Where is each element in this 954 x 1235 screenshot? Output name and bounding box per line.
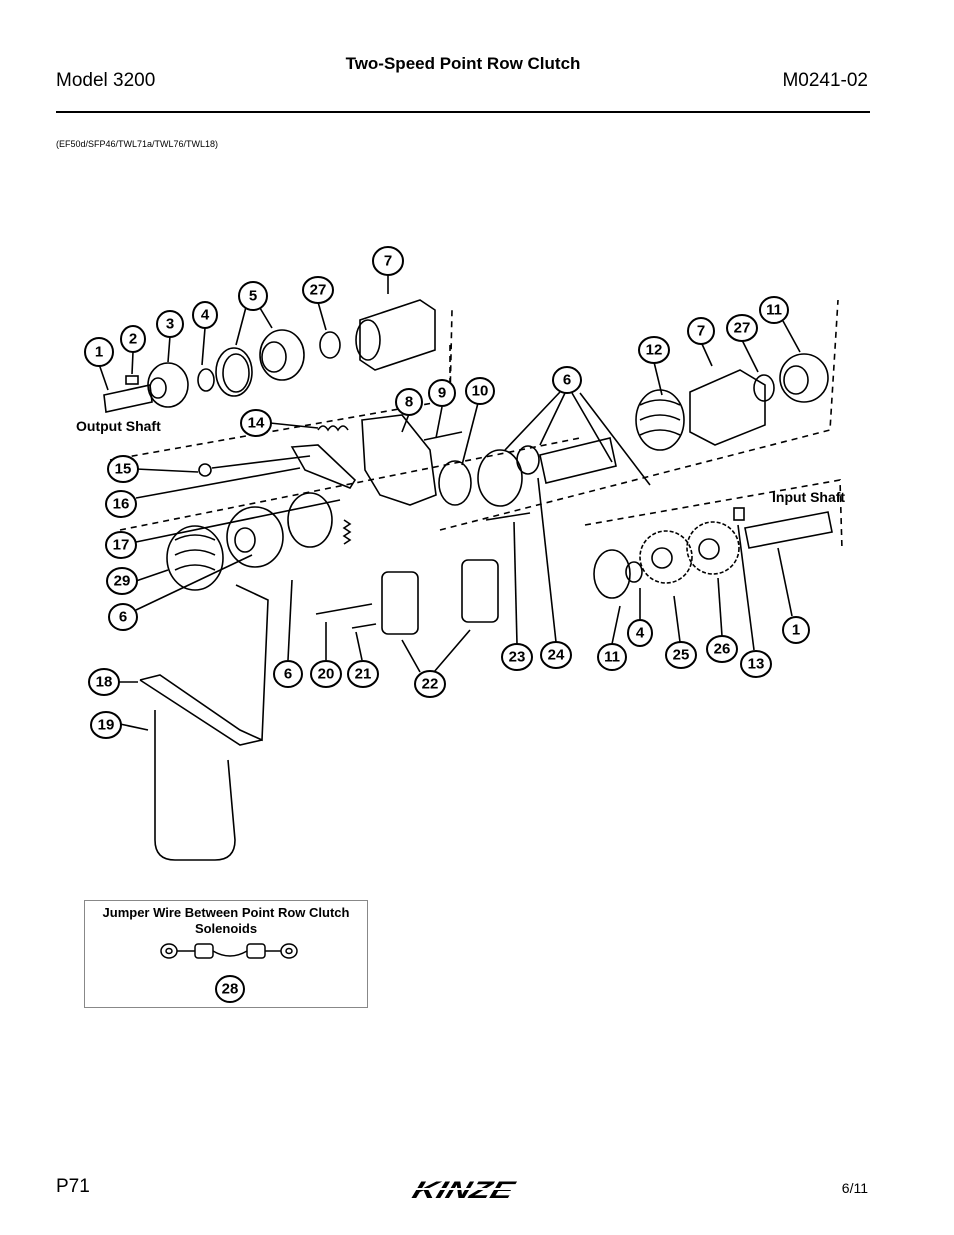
callout: 8 [405, 394, 413, 411]
manual-number: M0241-02 [782, 70, 868, 91]
callout: 6 [119, 609, 127, 626]
callout: 7 [384, 253, 392, 270]
callout: 12 [646, 342, 663, 359]
callout: 26 [714, 641, 731, 658]
callout: 6 [563, 372, 571, 389]
part-codes: (EF50d/SFP46/TWL71a/TWL76/TWL18) [56, 139, 219, 149]
callout: 17 [113, 537, 130, 554]
input-shaft-label: Input Shaft [772, 489, 846, 505]
page-number: P71 [56, 1176, 90, 1197]
callout: 11 [766, 302, 782, 319]
callout: 2 [129, 331, 137, 348]
callout: 27 [310, 282, 327, 299]
output-shaft-label: Output Shaft [76, 418, 161, 434]
callout: 9 [438, 385, 446, 402]
callout: 7 [697, 323, 705, 340]
page-title: Two-Speed Point Row Clutch [345, 54, 581, 73]
callout: 4 [201, 307, 210, 324]
kinze-logo: KINZE [409, 1178, 520, 1204]
jumper-wire-inset: Jumper Wire Between Point Row Clutch Sol… [84, 900, 368, 1008]
callout: 16 [113, 496, 130, 513]
inset-callout: 28 [222, 981, 239, 998]
callout: 18 [96, 674, 113, 691]
callout: 21 [355, 666, 372, 683]
callout: 4 [636, 625, 645, 642]
callout: 11 [604, 649, 620, 666]
callout: 23 [509, 649, 526, 666]
header-rule [56, 111, 870, 113]
callout: 15 [115, 461, 132, 478]
callout: 10 [472, 383, 489, 400]
callout: 29 [114, 573, 131, 590]
callout: 24 [548, 647, 565, 664]
callout: 6 [284, 666, 292, 683]
brand-wordmark: KINZE [409, 1178, 520, 1204]
callout: 13 [748, 656, 765, 673]
callout: 1 [792, 622, 800, 639]
callout: 14 [248, 415, 265, 432]
inset-title: Jumper Wire Between Point Row Clutch Sol… [102, 905, 350, 936]
callout: 20 [318, 666, 335, 683]
callout: 5 [249, 288, 257, 305]
callout: 19 [98, 717, 115, 734]
revision-date: 6/11 [841, 1180, 868, 1196]
callout: 1 [95, 344, 103, 361]
callout: 25 [673, 647, 690, 664]
callout: 27 [734, 320, 751, 337]
jumper-wire-drawing: 28 [160, 943, 298, 1003]
model-label: Model 3200 [56, 70, 156, 91]
callout: 22 [422, 676, 439, 693]
callout: 3 [166, 316, 174, 333]
